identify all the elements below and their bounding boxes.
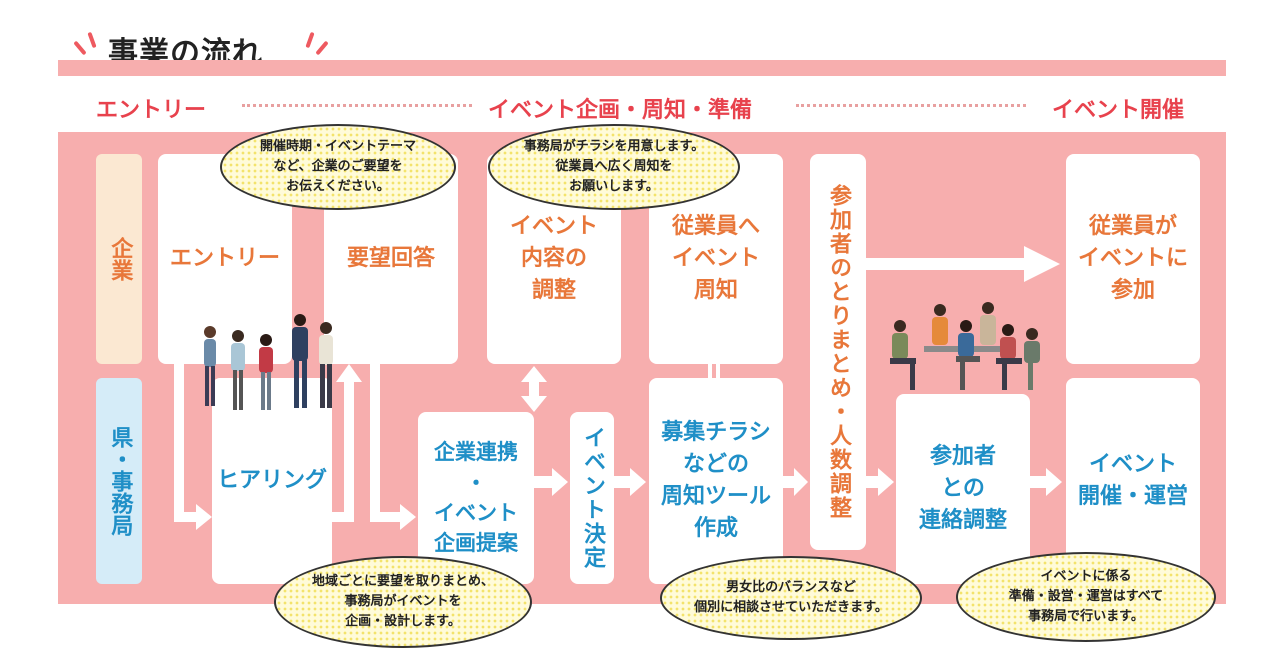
connector-line [614,476,632,488]
bubble-operation: イベントに係る 準備・設営・運営はすべて 事務局で行います。 [956,552,1216,642]
box-flyer: 募集チラシ などの 周知ツール 作成 [649,378,783,584]
connector-line [174,364,184,520]
connector-line [529,380,539,398]
box-hearing: ヒアリング [212,378,332,584]
box-contact: 参加者 との 連絡調整 [896,394,1030,584]
arrow-head [552,468,568,496]
box-staff-join: 従業員が イベントに 参加 [1066,154,1200,364]
arrow-head [521,366,547,382]
connector-line [783,476,795,488]
row-label-company: 企業 [96,154,142,364]
bubble-regional: 地域ごとに要望を取りまとめ、 事務局がイベントを 企画・設計します。 [274,556,532,648]
connector-line [332,512,348,522]
arrow-head [794,468,808,496]
top-band [58,60,1226,76]
arrow-head [336,364,362,382]
phase-entry: エントリー [96,98,207,123]
connector-line [370,512,402,522]
arrow-head [196,504,212,530]
arrow-head [1046,468,1062,496]
arrow-head [400,504,416,530]
connector-line [1030,476,1048,488]
box-decision: イベント決定 [570,412,614,584]
connector-line [534,476,554,488]
arrow-head [521,396,547,412]
bubble-flyer-prep: 事務局がチラシを用意します。 従業員へ広く周知を お願いします。 [488,124,740,210]
phase-divider [242,104,472,107]
bubble-balance: 男女比のバランスなど 個別に相談させていただきます。 [660,556,922,640]
connector-line [866,258,1026,270]
arrow-head [878,468,894,496]
bubble-timing: 開催時期・イベントテーマ など、企業のご要望を お伝えください。 [220,124,456,210]
box-proposal: 企業連携 ・ イベント 企画提案 [418,412,534,584]
row-label-office: 県・事務局 [96,378,142,584]
connector-line [866,476,880,488]
phase-divider [796,104,1026,107]
connector-line [344,380,354,522]
people-seated-illustration [890,302,1040,390]
phase-plan: イベント企画・周知・準備 [488,98,753,123]
phase-event: イベント開催 [1052,98,1185,123]
box-run-event: イベント 開催・運営 [1066,378,1200,584]
arrow-head [630,468,646,496]
connector-line [716,364,720,380]
connector-line [174,512,198,522]
people-standing-illustration [204,314,333,410]
arrow-head [1024,246,1060,282]
connector-line [708,364,712,380]
connector-line [370,364,380,522]
box-compile-participants: 参加者のとりまとめ・人数調整 [810,154,866,550]
